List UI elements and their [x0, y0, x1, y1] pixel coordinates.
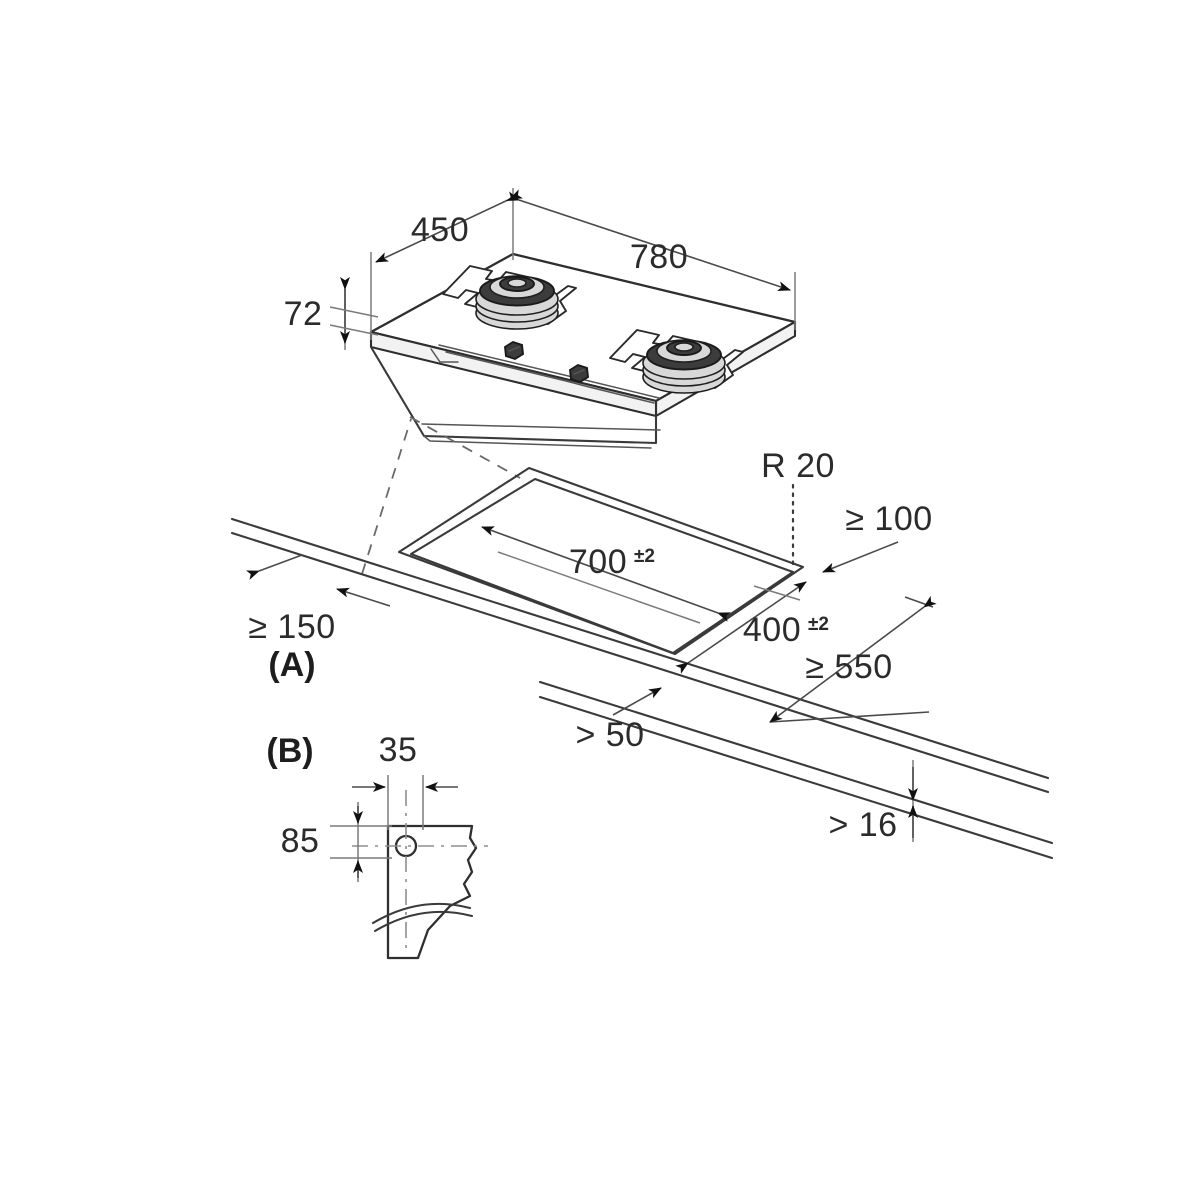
- projection-lines: [361, 416, 521, 575]
- dim-label-gt16: > 16: [828, 806, 897, 844]
- dim-label-85: 85: [281, 822, 320, 860]
- dim-label-450: 450: [411, 211, 469, 249]
- burner-center-dot-left: [507, 278, 527, 288]
- igniter-right: [568, 363, 590, 384]
- igniter-electrodes: [503, 340, 590, 384]
- burner-center-dot-right: [674, 342, 694, 352]
- dim-tol-700: ±2: [634, 546, 655, 567]
- dim-line-450: [375, 189, 523, 263]
- ext-line-72-lower: [329, 324, 379, 336]
- leader-line-ge150-b: [336, 587, 391, 607]
- dim-line-ge550: [769, 595, 937, 723]
- worktop-front-edge-top: [538, 680, 1054, 845]
- hob-appliance: [369, 252, 797, 449]
- detail-b-bracket: [386, 824, 478, 960]
- dim-label-gt50: > 50: [575, 716, 644, 754]
- dim-label-ge100: ≥ 100: [845, 500, 932, 538]
- dim-label-35: 35: [379, 731, 418, 769]
- ext-line-72-upper: [329, 306, 379, 318]
- burner-front-right: [609, 329, 744, 394]
- detail-b-group: (B) 35 85: [266, 731, 488, 960]
- dimension-group-clearances: ≥ 100 ≥ 150 (A) ≥ 550 > 50 > 16: [246, 500, 937, 844]
- dim-label-700: 700: [569, 543, 627, 581]
- detail-label-b: (B): [266, 732, 313, 770]
- igniter-left-slot: [508, 346, 520, 352]
- detail-b-worktop-curve-top: [371, 902, 472, 925]
- hob-base-lower-line: [423, 435, 652, 449]
- dim-label-400: 400: [743, 611, 801, 649]
- dim-label-ge550: ≥ 550: [805, 648, 892, 686]
- worktop-rear-edge-top: [230, 517, 1050, 780]
- leader-line-ge100: [822, 541, 899, 573]
- dim-line-780: [506, 191, 791, 291]
- igniter-right-slot: [573, 369, 585, 375]
- dim-label-ge150: ≥ 150: [248, 608, 335, 646]
- detail-label-a: (A): [268, 646, 315, 684]
- projection-line-lower: [361, 418, 412, 575]
- hob-base-edge-line: [421, 423, 661, 431]
- dimension-group-appliance: 450 780 72: [284, 188, 796, 350]
- dim-label-r20: R 20: [761, 447, 835, 485]
- dim-label-72: 72: [284, 295, 323, 333]
- worktop-front-edge-bottom: [538, 695, 1054, 860]
- dim-tol-400: ±2: [808, 614, 829, 635]
- leader-line-gt50: [612, 687, 662, 716]
- detail-b-worktop-curve-bottom: [373, 910, 474, 933]
- leader-line-ge150-a: [246, 554, 303, 580]
- ext-line-ge550-top: [904, 596, 934, 608]
- hob-front-tab: [430, 348, 459, 363]
- dim-line-ge550-guide: [769, 711, 930, 723]
- projection-line-left: [409, 416, 521, 479]
- ext-line-700: [497, 551, 701, 624]
- dim-label-780: 780: [630, 238, 688, 276]
- igniter-left: [503, 340, 525, 361]
- worktop-rear-edge-bottom: [230, 531, 1050, 794]
- hob-front-lip-line-2: [445, 351, 655, 404]
